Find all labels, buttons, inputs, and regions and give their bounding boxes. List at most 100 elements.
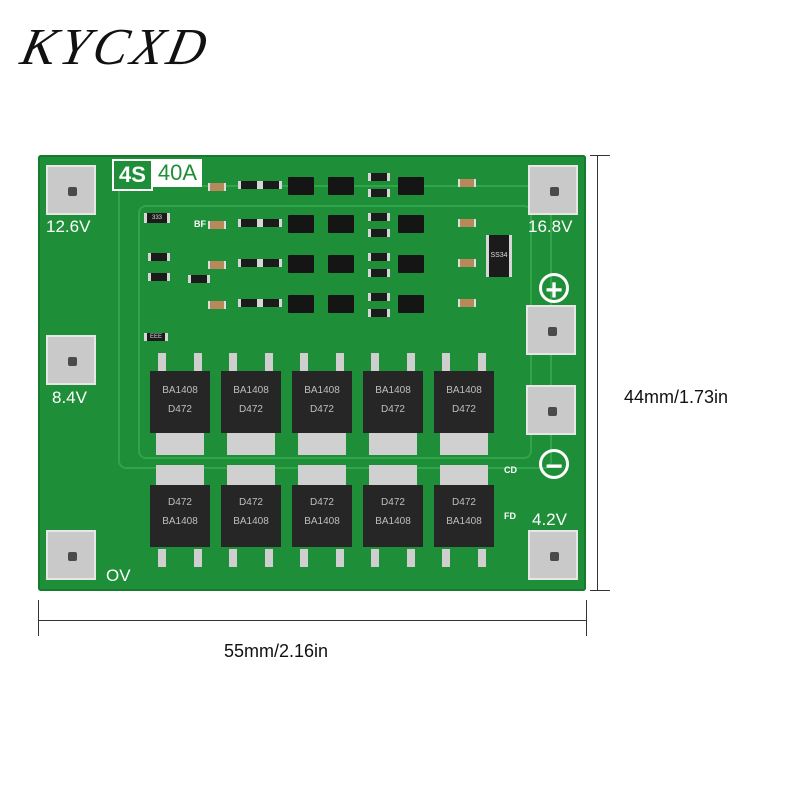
control-ic [288, 177, 314, 195]
mosfet-leg [158, 549, 166, 567]
smd-resistor [238, 259, 260, 267]
smd-capacitor [458, 299, 476, 307]
mosfet-tab [298, 465, 346, 487]
mosfet-code: BA1408 [446, 385, 482, 396]
height-dimension-label: 44mm/1.73in [624, 387, 729, 407]
mosfet-part: D472 [452, 497, 476, 508]
mosfet-part: D472 [381, 497, 405, 508]
mosfet-body: D472 BA1408 [363, 485, 423, 547]
mosfet-code: BA1408 [375, 385, 411, 396]
control-ic [328, 295, 354, 313]
mosfet-bottom: D472 BA1408 [363, 465, 423, 571]
mosfet-bottom: D472 BA1408 [434, 465, 494, 571]
resistor-333: 333 [144, 213, 170, 223]
control-ic [328, 215, 354, 233]
mosfet-code: BA1408 [162, 385, 198, 396]
mosfet-leg [265, 549, 273, 567]
height-dimension-tick [590, 590, 610, 591]
mosfet-part: D472 [310, 404, 334, 415]
height-dimension-tick [590, 155, 610, 156]
smd-resistor [368, 253, 390, 261]
control-ic [288, 295, 314, 313]
pad-4v2 [528, 530, 578, 580]
mosfet-leg [300, 353, 308, 371]
mosfet-leg [478, 549, 486, 567]
control-ic [398, 295, 424, 313]
brand-logo: KYCXD [16, 19, 216, 76]
silk-bf: BF [194, 219, 206, 229]
smd-resistor [368, 309, 390, 317]
mosfet-part: D472 [239, 497, 263, 508]
mosfet-tab [156, 433, 204, 455]
mosfet-tab [369, 465, 417, 487]
pad-plus [526, 305, 576, 355]
smd-capacitor [458, 179, 476, 187]
smd-resistor [238, 181, 260, 189]
cell-count-label: 4S [112, 159, 153, 191]
control-ic [398, 215, 424, 233]
mosfet-body: BA1408 D472 [434, 371, 494, 433]
diode-ss34: SS34 [486, 235, 512, 277]
smd-resistor [368, 173, 390, 181]
control-ic [288, 255, 314, 273]
mosfet-leg [407, 549, 415, 567]
plus-symbol: + [539, 273, 569, 306]
mosfet-bottom: D472 BA1408 [150, 465, 210, 571]
mosfet-top: BA1408 D472 [150, 353, 210, 459]
smd-resistor [368, 189, 390, 197]
voltage-label-0v: OV [106, 566, 131, 585]
smd-resistor [368, 213, 390, 221]
mosfet-part: D472 [239, 404, 263, 415]
resistor-label: 333 [151, 215, 162, 221]
mosfet-code: BA1408 [446, 516, 482, 527]
smd-resistor [260, 181, 282, 189]
mosfet-body: D472 BA1408 [434, 485, 494, 547]
mosfet-body: D472 BA1408 [221, 485, 281, 547]
voltage-label-12v6: 12.6V [46, 217, 91, 236]
smd-capacitor [458, 219, 476, 227]
mosfet-leg [229, 549, 237, 567]
mosfet-leg [194, 353, 202, 371]
smd-capacitor [458, 259, 476, 267]
control-ic [288, 215, 314, 233]
mosfet-tab [369, 433, 417, 455]
silk-cd: CD [504, 465, 517, 475]
mosfet-body: BA1408 D472 [150, 371, 210, 433]
mosfet-code: BA1408 [162, 516, 198, 527]
mosfet-code: BA1408 [304, 516, 340, 527]
resistor-eee: EEE [144, 333, 168, 341]
mosfet-body: BA1408 D472 [363, 371, 423, 433]
control-ic [398, 177, 424, 195]
mosfet-bottom: D472 BA1408 [292, 465, 352, 571]
smd-capacitor [208, 183, 226, 191]
silk-fd: FD [504, 511, 516, 521]
height-dimension-line [597, 155, 598, 591]
mosfet-leg [478, 353, 486, 371]
control-ic [398, 255, 424, 273]
smd-resistor [238, 219, 260, 227]
mosfet-leg [265, 353, 273, 371]
smd-resistor [368, 293, 390, 301]
resistor-label: EEE [149, 334, 162, 340]
diode-label: SS34 [490, 252, 508, 259]
smd-capacitor [208, 221, 226, 229]
smd-resistor [148, 273, 170, 281]
mosfet-top: BA1408 D472 [292, 353, 352, 459]
mosfet-top: BA1408 D472 [363, 353, 423, 459]
mosfet-leg [371, 353, 379, 371]
mosfet-tab [227, 433, 275, 455]
mosfet-body: D472 BA1408 [292, 485, 352, 547]
mosfet-code: BA1408 [233, 516, 269, 527]
smd-resistor [148, 253, 170, 261]
mosfet-body: D472 BA1408 [150, 485, 210, 547]
control-ic [328, 255, 354, 273]
mosfet-bottom: D472 BA1408 [221, 465, 281, 571]
mosfet-leg [229, 353, 237, 371]
control-ic [328, 177, 354, 195]
pad-8v4 [46, 335, 96, 385]
mosfet-leg [407, 353, 415, 371]
mosfet-leg [371, 549, 379, 567]
bms-board: 4S 40A 12.6V 8.4V OV 16.8V + − 4.2V BF C… [38, 155, 586, 591]
pad-0v [46, 530, 96, 580]
mosfet-top: BA1408 D472 [221, 353, 281, 459]
